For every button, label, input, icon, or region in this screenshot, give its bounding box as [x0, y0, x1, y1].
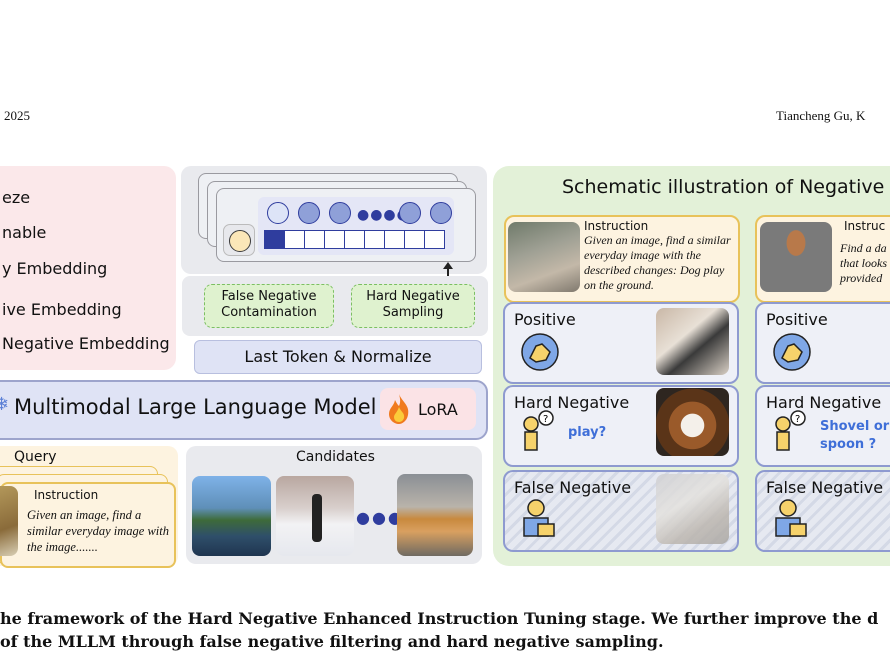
legend-item-trainable: nable — [2, 223, 47, 242]
token-circle — [399, 202, 421, 224]
candidate-image-skier — [276, 476, 354, 556]
instruction-text-left: Given an image, find a similar everyday … — [584, 233, 731, 292]
thumbs-up-icon — [773, 333, 811, 371]
token-square — [404, 230, 425, 249]
token-square — [304, 230, 325, 249]
token-square — [344, 230, 365, 249]
person-laptop-icon — [775, 499, 807, 537]
candidate-image-kayak — [192, 476, 271, 556]
query-title: Query — [14, 449, 57, 465]
candidate-image-dogs — [397, 474, 473, 556]
svg-text:?: ? — [543, 414, 548, 425]
running-header-right: Tiancheng Gu, K — [776, 108, 866, 123]
token-square — [364, 230, 385, 249]
hard-negative-label-right: Hard Negative — [766, 393, 882, 412]
legend-panel: eze nable y Embedding ive Embedding Nega… — [0, 166, 176, 370]
false-negative-image-dog — [656, 474, 729, 544]
false-negative-contamination-box: False Negative Contamination — [204, 284, 334, 328]
fire-icon — [389, 394, 409, 424]
token-circle — [329, 202, 351, 224]
legend-item-query-embedding: y Embedding — [2, 259, 108, 278]
instruction-image-dog-swim — [508, 222, 580, 292]
ellipsis-dots: ●●●● — [357, 207, 410, 223]
token-square — [324, 230, 345, 249]
hard-negative-note-right: Shovel or spoon ? — [820, 419, 890, 452]
token-square — [284, 230, 305, 249]
query-instruction-title: Instruction — [34, 488, 99, 502]
false-negative-card-right — [755, 470, 890, 552]
instruction-image-spoon — [760, 222, 832, 292]
query-instruction-text: Given an image, find a similar everyday … — [27, 508, 169, 554]
instruction-text-right: Find a da that looks provided — [840, 241, 887, 285]
instruction-title-right: Instruc — [844, 219, 886, 233]
figure-caption-line1: he framework of the Hard Negative Enhanc… — [0, 609, 879, 628]
token-circle-empty — [267, 202, 289, 224]
false-negative-label-right: False Negative — [766, 478, 884, 497]
token-square — [424, 230, 445, 249]
positive-image-dog — [656, 308, 729, 375]
last-token-normalize-box: Last Token & Normalize — [194, 340, 482, 374]
legend-item-freeze: eze — [2, 188, 31, 207]
token-square-filled — [264, 230, 285, 249]
positive-label-left: Positive — [514, 310, 576, 329]
person-laptop-icon — [523, 499, 555, 537]
hard-negative-note-left: play? — [568, 425, 607, 440]
candidates-title: Candidates — [296, 449, 375, 465]
svg-text:?: ? — [795, 414, 800, 425]
legend-item-negative-embedding: Negative Embedding — [2, 334, 170, 353]
mllm-label: Multimodal Large Language Model — [14, 395, 377, 419]
token-circle — [298, 202, 320, 224]
token-square — [384, 230, 405, 249]
lora-label: LoRA — [418, 400, 458, 419]
positive-label-right: Positive — [766, 310, 828, 329]
snowflake-icon: ❄ — [0, 394, 10, 415]
confused-person-icon: ? — [523, 410, 554, 451]
hard-negative-sampling-box: Hard Negative Sampling — [351, 284, 475, 328]
hard-negative-label-left: Hard Negative — [514, 393, 630, 412]
positive-card-right — [755, 302, 890, 384]
candidates-ellipsis: ●●● — [356, 508, 404, 527]
confused-person-icon: ? — [775, 410, 806, 451]
query-image — [0, 486, 18, 556]
query-token-circle — [229, 230, 251, 252]
legend-item-positive-embedding: ive Embedding — [2, 300, 122, 319]
hard-negative-image-dog — [656, 388, 729, 456]
false-negative-label-left: False Negative — [514, 478, 632, 497]
token-circle — [430, 202, 452, 224]
instruction-title-left: Instruction — [584, 219, 649, 233]
figure-caption-line2: of the MLLM through false negative filte… — [0, 632, 664, 651]
schematic-title: Schematic illustration of Negative — [562, 176, 885, 198]
thumbs-up-icon — [521, 333, 559, 371]
running-header-left: 2025 — [4, 108, 30, 123]
